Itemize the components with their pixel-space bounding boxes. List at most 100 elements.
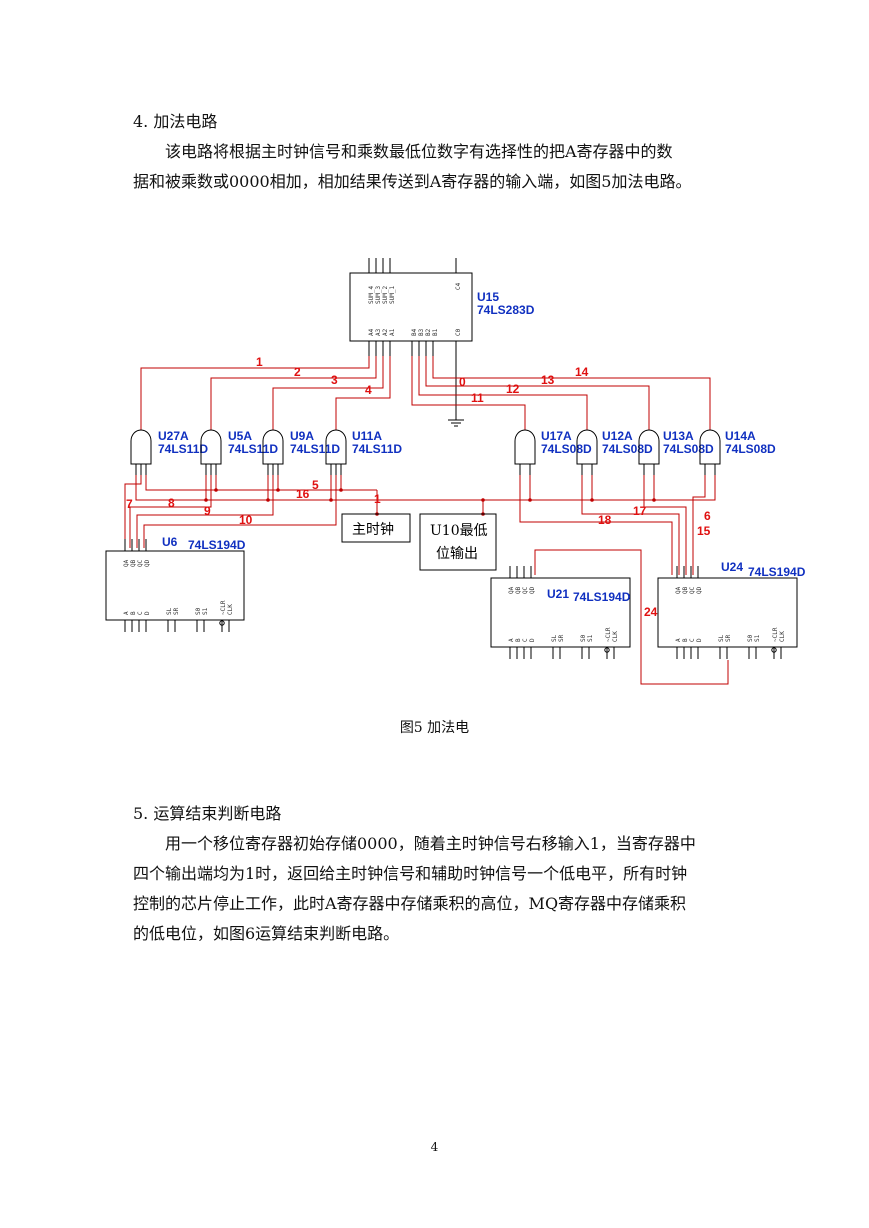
net-label-6: 6 (704, 509, 711, 523)
u12a-name: U12A (602, 429, 633, 443)
gate-u5a: U5A 74LS11D (200, 429, 278, 475)
net-label-7: 7 (126, 497, 133, 511)
net-label-8: 8 (168, 496, 175, 510)
u24-input-label-6: S0 (747, 634, 754, 642)
u11a-name: U11A (352, 429, 382, 443)
u24-input-label-3: D (696, 638, 703, 642)
u6-clr-bubble (219, 620, 225, 626)
u6-input-label-3: D (144, 611, 151, 615)
u6-input-label-5: SR (173, 607, 180, 615)
u27a-name: U27A (158, 429, 189, 443)
adder-input-wires (140, 356, 711, 430)
u13a-name: U13A (663, 429, 694, 443)
gate-input-wires (124, 475, 729, 685)
u21-output-label-qd: QD (529, 586, 536, 594)
u15-pin-a3: A3 (375, 328, 382, 336)
u10-label-line-2: 位输出 (436, 546, 478, 562)
u6-output-label-qc: QC (137, 559, 144, 567)
net-labels: 1 2 3 4 0 11 12 13 14 5 16 1 7 8 9 10 17… (126, 355, 711, 619)
net-label-16: 16 (296, 487, 310, 501)
u6-part: 74LS194D (188, 538, 246, 552)
u17a-part: 74LS08D (541, 442, 592, 456)
net-label-18: 18 (598, 513, 612, 527)
u15-pin-a4: A4 (368, 328, 375, 336)
u6-input-label-8: ~CLR (220, 600, 227, 615)
section-5-paragraph-line-2: 四个输出端均为1时，返回给主时钟信号和辅助时钟信号一个低电平，所有时钟 (133, 864, 688, 883)
u17a-name: U17A (541, 429, 572, 443)
main-clock-label: 主时钟 (352, 521, 394, 538)
section-5-paragraph-line-4: 的低电位，如图6运算结束判断电路。 (133, 924, 400, 943)
u24-input-label-9: CLK (779, 631, 786, 642)
page-number: 4 (430, 1140, 439, 1154)
net-label-9: 9 (204, 504, 211, 518)
u6-input-label-6: S0 (195, 607, 202, 615)
u10-low-bit-box: U10最低 位输出 (419, 513, 497, 571)
u15-pin-b3: B3 (418, 328, 425, 336)
u6-input-label-7: S1 (202, 607, 209, 615)
gate-u27a: U27A 74LS11D (130, 429, 208, 475)
u6-output-label-qb: QB (130, 559, 137, 567)
net-label-15: 15 (697, 524, 711, 538)
u15-pin-b4: B4 (411, 328, 418, 336)
u6-input-label-4: SL (166, 607, 173, 615)
gate-u14a: U14A 74LS08D (699, 429, 776, 475)
net-label-4: 4 (365, 383, 372, 397)
u14a-part: 74LS08D (725, 442, 776, 456)
u6-name: U6 (162, 535, 178, 549)
u24-output-label-qb: QB (682, 586, 689, 594)
u24-clr-bubble (771, 647, 777, 653)
u9a-name: U9A (290, 429, 314, 443)
section-4-paragraph-line-1: 该电路将根据主时钟信号和乘数最低位数字有选择性的把A寄存器中的数 (165, 142, 673, 161)
u15-pin-sum3: SUM_3 (375, 286, 382, 304)
u5a-name: U5A (228, 429, 252, 443)
u11a-part: 74LS11D (352, 442, 402, 456)
u24-input-label-0: A (675, 638, 682, 642)
net-label-1b: 1 (374, 492, 381, 506)
u5a-part: 74LS11D (228, 442, 278, 456)
u21-output-label-qa: QA (508, 586, 515, 594)
u21-input-label-2: C (522, 638, 529, 642)
net-label-2: 2 (294, 365, 301, 379)
u24-input-label-4: SL (718, 634, 725, 642)
u14a-name: U14A (725, 429, 756, 443)
u21-name: U21 (547, 587, 569, 601)
u12a-part: 74LS08D (602, 442, 653, 456)
gate-u11a: U11A 74LS11D (325, 429, 402, 475)
figure-caption: 图5 加法电 (399, 720, 470, 736)
net-label-24: 24 (644, 605, 658, 619)
u21-input-label-0: A (508, 638, 515, 642)
u21-output-label-qc: QC (522, 586, 529, 594)
u24-input-label-8: ~CLR (772, 627, 779, 642)
gate-u12a: U12A 74LS08D (576, 429, 653, 475)
u6-output-label-qd: QD (144, 559, 151, 567)
u24-output-label-qd: QD (696, 586, 703, 594)
section-5-heading: 5. 运算结束判断电路 (133, 804, 282, 823)
u24-output-label-qa: QA (675, 586, 682, 594)
u15-pin-b2: B2 (425, 328, 432, 336)
u15-pin-sum1: SUM_1 (389, 286, 396, 304)
net-label-0: 0 (459, 375, 466, 389)
section-5-paragraph-line-3: 控制的芯片停止工作，此时A寄存器中存储乘积的高位，MQ寄存器中存储乘积 (133, 894, 687, 913)
u6-input-label-2: C (137, 611, 144, 615)
main-clock-box: 主时钟 (341, 513, 411, 543)
section-4-paragraph-line-2: 据和被乘数或0000相加，相加结果传送到A寄存器的输入端，如图5加法电路。 (133, 172, 692, 191)
u9a-part: 74LS11D (290, 442, 340, 456)
u24-name: U24 (721, 560, 743, 574)
u21-input-label-5: SR (558, 634, 565, 642)
u15-pin-a1: A1 (389, 328, 396, 336)
gate-u17a: U17A 74LS08D (514, 429, 592, 475)
net-label-11: 11 (471, 391, 484, 405)
u21-part: 74LS194D (573, 590, 631, 604)
u21-output-label-qb: QB (515, 586, 522, 594)
u24-output-label-qc: QC (689, 586, 696, 594)
u21-input-label-4: SL (551, 634, 558, 642)
u6-input-label-1: B (130, 611, 137, 615)
net-label-14: 14 (575, 365, 589, 379)
u6-output-label-qa: QA (123, 559, 130, 567)
u27a-part: 74LS11D (158, 442, 208, 456)
net-label-13: 13 (541, 373, 555, 387)
u6-input-label-9: CLK (227, 604, 234, 615)
